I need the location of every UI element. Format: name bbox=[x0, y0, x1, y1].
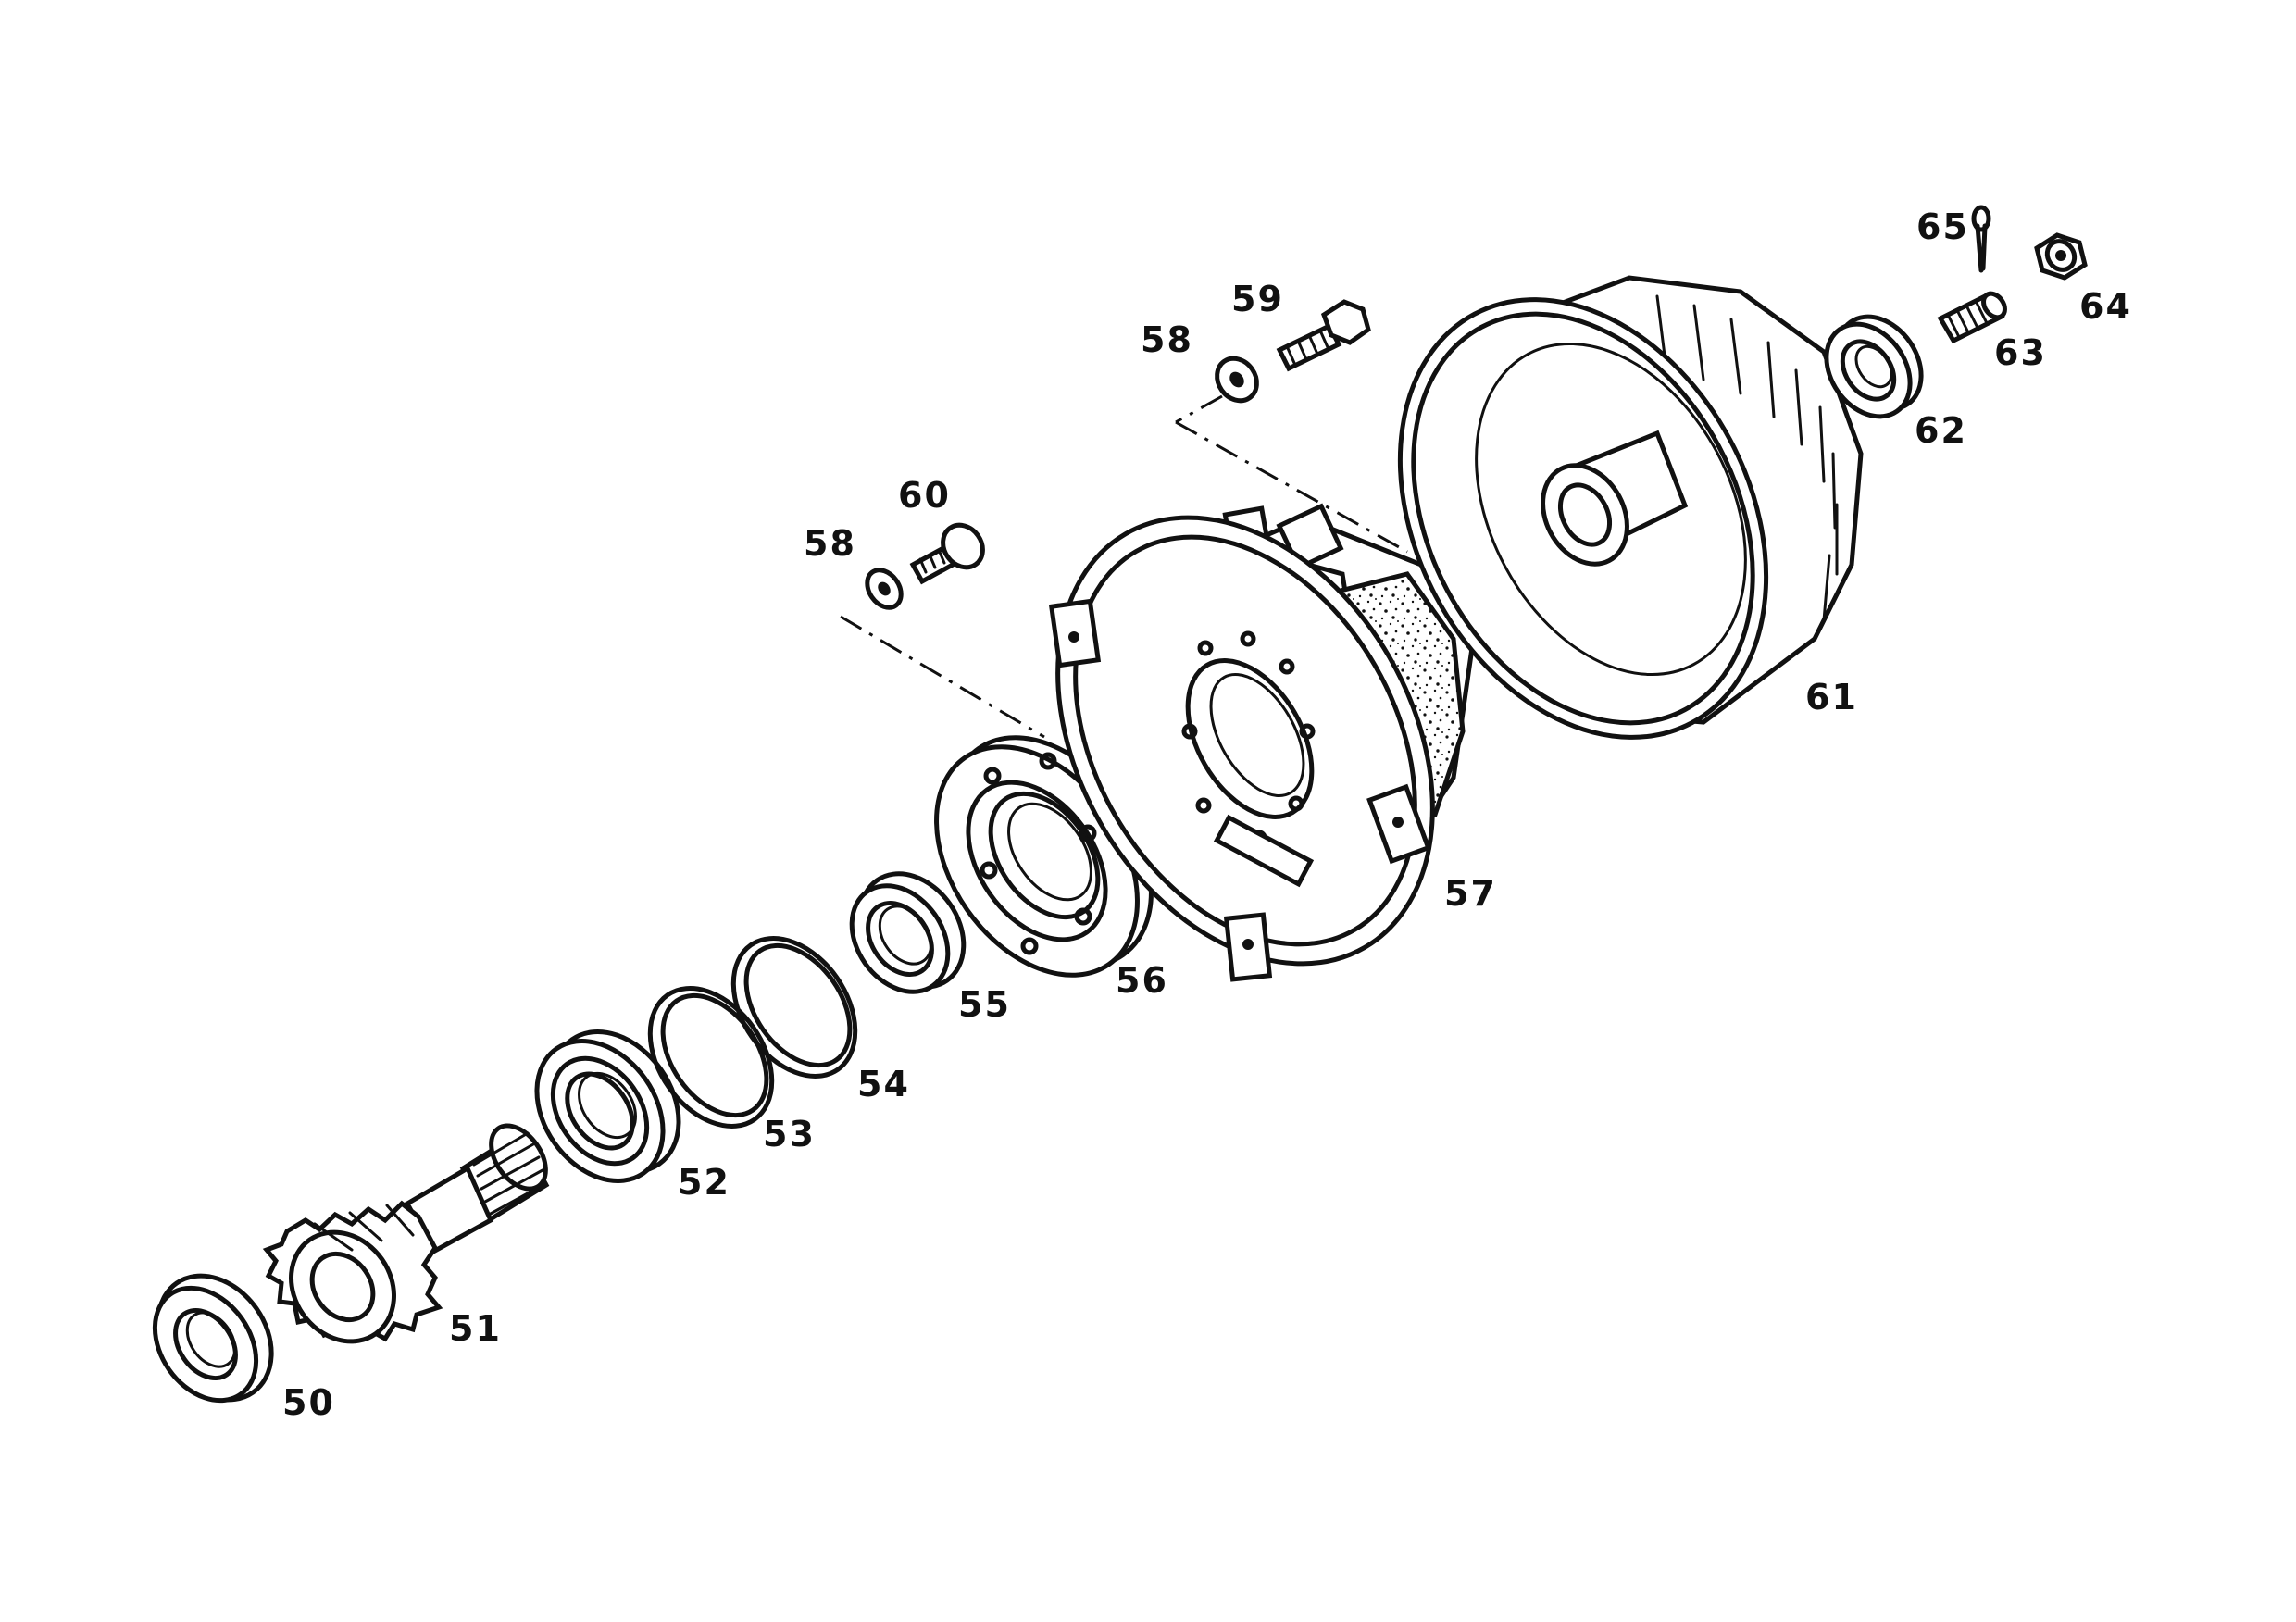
callout-63: 63 bbox=[1994, 332, 2047, 373]
callout-58-lower: 58 bbox=[804, 523, 856, 564]
part-59-bolt bbox=[1276, 299, 1371, 372]
callout-62: 62 bbox=[1915, 410, 1967, 451]
part-64-nut bbox=[2034, 232, 2088, 281]
callout-57: 57 bbox=[1444, 873, 1497, 914]
callout-59: 59 bbox=[1231, 279, 1284, 319]
callout-50: 50 bbox=[282, 1382, 335, 1423]
part-50-seal bbox=[152, 1273, 274, 1404]
part-61-brake-drum bbox=[1397, 275, 1864, 740]
part-51-pinion-shaft bbox=[262, 1123, 550, 1344]
part-63-stud bbox=[1937, 291, 2007, 344]
callout-52: 52 bbox=[678, 1162, 730, 1203]
callout-61: 61 bbox=[1805, 677, 1858, 717]
callout-labels: 50 51 52 53 54 55 56 57 58 58 59 60 61 6… bbox=[282, 206, 2132, 1423]
part-58-washer-upper bbox=[1215, 356, 1259, 404]
callout-51: 51 bbox=[449, 1308, 502, 1349]
callout-56: 56 bbox=[1116, 960, 1168, 1001]
part-55-seal bbox=[849, 871, 967, 994]
callout-65: 65 bbox=[1916, 206, 1969, 247]
part-60-screw bbox=[909, 522, 985, 585]
part-62-bearing bbox=[1824, 314, 1924, 419]
part-58-washer-lower bbox=[865, 568, 904, 610]
assembly-leader-lines bbox=[840, 394, 1408, 739]
part-57-brake-assembly bbox=[1048, 503, 1475, 982]
part-65-cotter-pin bbox=[1971, 205, 1991, 273]
callout-60: 60 bbox=[898, 475, 951, 516]
callout-55: 55 bbox=[958, 984, 1011, 1025]
part-54-ring bbox=[730, 936, 858, 1079]
callout-53: 53 bbox=[763, 1114, 816, 1154]
callout-64: 64 bbox=[2079, 286, 2132, 327]
callout-54: 54 bbox=[857, 1064, 910, 1104]
part-52-bearing bbox=[534, 1029, 681, 1183]
callout-58-upper: 58 bbox=[1141, 319, 1193, 360]
